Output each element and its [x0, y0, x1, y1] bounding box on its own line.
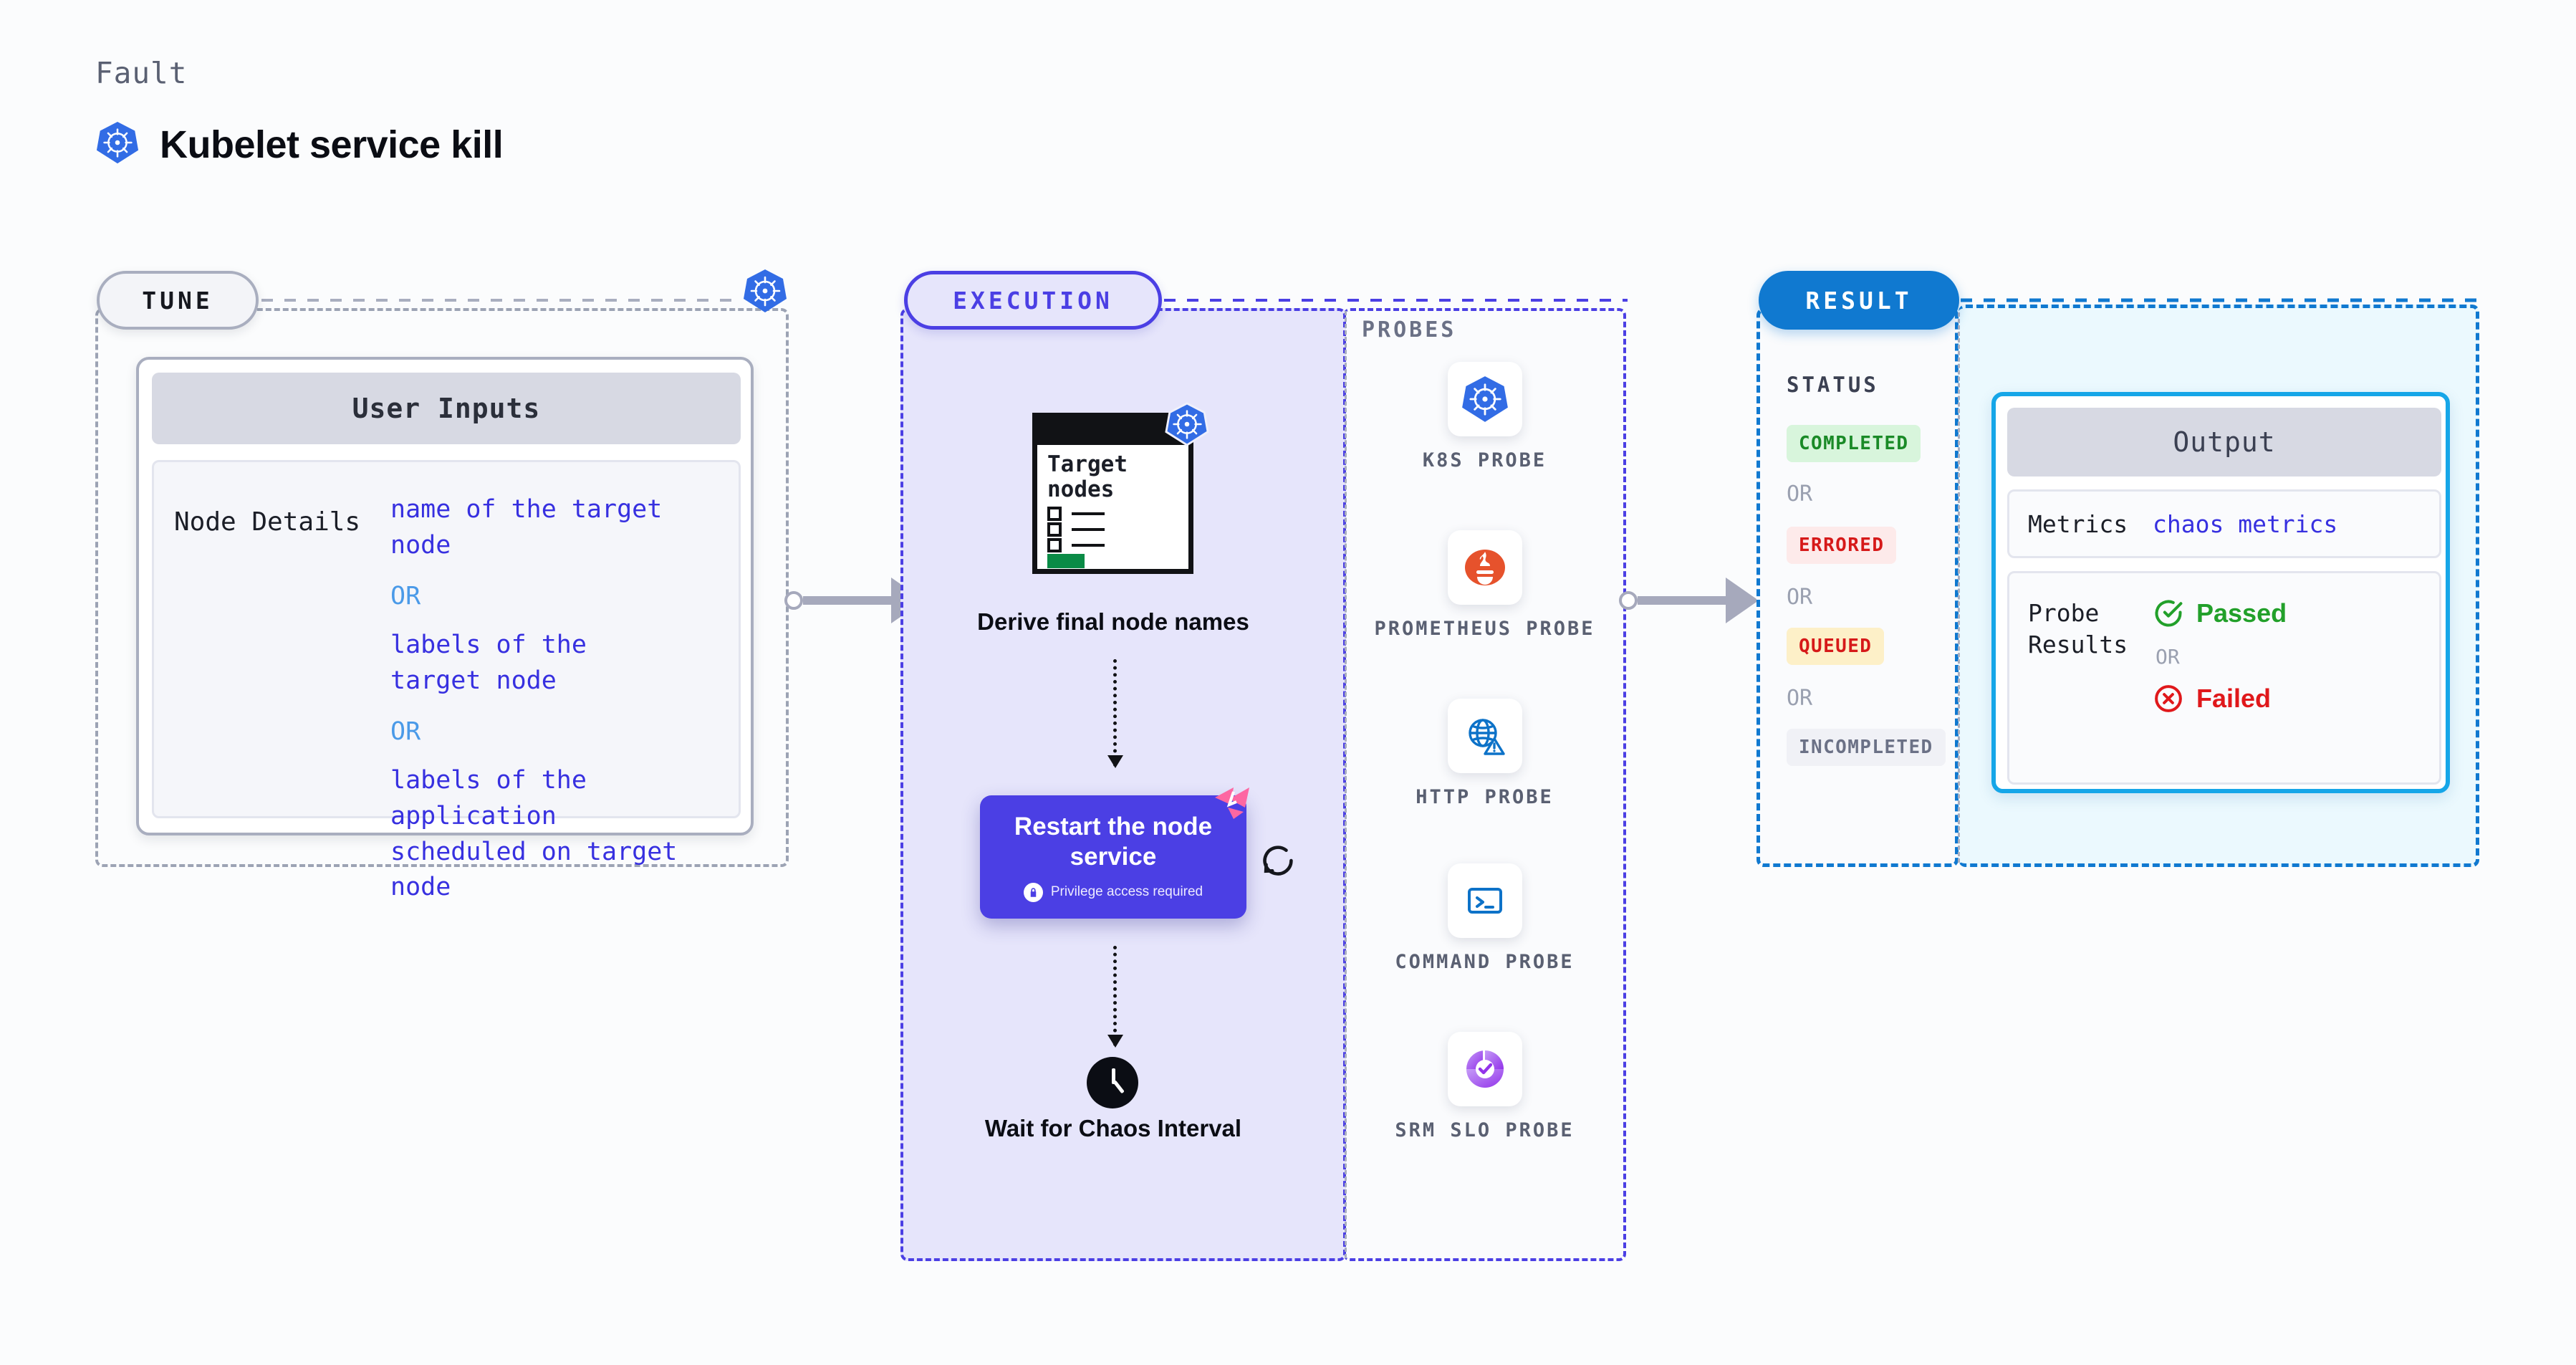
probe-label: PROMETHEUS PROBE [1374, 618, 1595, 640]
output-metrics-row: Metrics chaos metrics [2007, 489, 2441, 558]
failed-label: Failed [2196, 684, 2272, 713]
probe-k8s[interactable]: K8S PROBE [1343, 362, 1626, 474]
target-nodes-item [1047, 507, 1105, 521]
status-or-2: OR [1787, 585, 1813, 610]
placeholder-line [1072, 544, 1105, 547]
output-probe-results-row: Probe Results Passed OR [2007, 571, 2441, 785]
metrics-key: Metrics [2028, 509, 2128, 538]
probe-result-failed: Failed [2153, 683, 2439, 714]
restart-node-service-title: Restart the node service [1014, 813, 1213, 871]
result-divider [1958, 312, 1960, 863]
page-title: Kubelet service kill [160, 123, 504, 166]
target-nodes-heading: Target nodes [1047, 451, 1128, 502]
probe-result-passed: Passed [2153, 598, 2439, 629]
kubernetes-icon [742, 268, 788, 317]
probe-http[interactable]: HTTP PROBE [1343, 699, 1626, 810]
privilege-note: Privilege access required [1023, 882, 1203, 902]
node-details-value: name of the target node OR labels of the… [390, 462, 739, 901]
checkbox-icon [1047, 522, 1062, 537]
output-card: Output Metrics chaos metrics Probe Resul… [1991, 392, 2450, 793]
target-nodes-card: Target nodes [1032, 402, 1209, 574]
status-badge-incompleted: INCOMPLETED [1787, 729, 1946, 766]
probes-divider [1345, 311, 1347, 1258]
checkbox-icon [1047, 507, 1062, 521]
litmus-chaos-icon [1212, 783, 1252, 827]
connector-bar [1638, 596, 1727, 605]
target-nodes-item [1047, 522, 1105, 537]
node-details-or-1: OR [390, 582, 421, 611]
connector-start-ring [784, 591, 803, 610]
user-inputs-body: Node Details name of the target node OR … [152, 460, 741, 901]
execution-badge: EXECUTION [904, 271, 1162, 330]
status-label: STATUS [1787, 373, 1879, 397]
node-details-key: Node Details [174, 507, 361, 537]
progress-bar [1047, 554, 1085, 568]
checkbox-icon [1047, 538, 1062, 552]
probe-label: COMMAND PROBE [1395, 951, 1575, 973]
target-nodes-titlebar [1037, 418, 1188, 445]
kubernetes-icon [1447, 362, 1522, 436]
privilege-note-text: Privilege access required [1050, 884, 1203, 900]
node-details-line-6: scheduled on target node [390, 837, 678, 902]
placeholder-line [1072, 528, 1105, 531]
result-section [1756, 308, 1959, 867]
restart-node-service-card[interactable]: Restart the node service Privilege acces… [980, 795, 1246, 919]
connector-arrowhead [1726, 578, 1759, 623]
status-badge-queued: QUEUED [1787, 628, 1885, 665]
connector-execution-result [1619, 578, 1777, 623]
user-inputs-title: User Inputs [152, 373, 741, 444]
node-details-line-3: labels of the [390, 631, 587, 660]
check-circle-icon [2155, 600, 2183, 627]
result-badge: RESULT [1759, 271, 1959, 330]
http-globe-warning-icon [1447, 699, 1522, 773]
x-circle-icon [2155, 685, 2182, 712]
refresh-icon [1259, 842, 1297, 883]
page-title-row: Kubelet service kill [95, 120, 504, 168]
placeholder-line [1072, 512, 1105, 515]
tune-section [95, 308, 789, 867]
probe-label: HTTP PROBE [1416, 786, 1554, 808]
probe-command[interactable]: COMMAND PROBE [1343, 863, 1626, 975]
passed-label: Passed [2196, 598, 2287, 628]
page-eyebrow: Fault [95, 56, 188, 90]
node-details-or-2: OR [390, 717, 421, 747]
user-inputs-card: User Inputs Node Details name of the tar… [136, 357, 754, 901]
probe-result-or: OR [2156, 645, 2180, 669]
terminal-icon [1447, 863, 1522, 938]
probes-label: PROBES [1362, 317, 1457, 343]
probe-prometheus[interactable]: PROMETHEUS PROBE [1343, 530, 1626, 642]
output-title: Output [2007, 408, 2441, 476]
status-badge-errored: ERRORED [1787, 527, 1897, 564]
probe-srm-slo[interactable]: SRM SLO PROBE [1343, 1032, 1626, 1144]
node-details-line-2: node [390, 530, 451, 560]
connector-bar [803, 596, 893, 605]
kubernetes-icon [1165, 402, 1209, 450]
connector-start-ring [1619, 591, 1638, 610]
node-details-line-5: labels of the application [390, 766, 587, 830]
tune-badge: TUNE [97, 271, 259, 330]
status-or-1: OR [1787, 482, 1813, 507]
derive-final-node-names-label: Derive final node names [977, 608, 1249, 635]
kubernetes-icon [95, 120, 140, 168]
metrics-value: chaos metrics [2153, 509, 2338, 538]
flow-arrow [1107, 659, 1123, 768]
wait-for-chaos-interval-label: Wait for Chaos Interval [984, 1115, 1242, 1141]
probe-label: K8S PROBE [1422, 449, 1547, 471]
status-badge-completed: COMPLETED [1787, 425, 1921, 462]
probe-results-values: Passed OR Failed [2153, 598, 2439, 782]
srm-slo-icon [1447, 1032, 1522, 1106]
node-details-line-4: target node [390, 666, 557, 695]
lock-icon [1023, 882, 1043, 902]
status-or-3: OR [1787, 686, 1813, 711]
clock-icon [1087, 1057, 1138, 1108]
node-details-line-1: name of the target [390, 495, 663, 524]
flow-arrow [1107, 946, 1123, 1048]
probe-label: SRM SLO PROBE [1395, 1119, 1575, 1141]
target-nodes-item [1047, 538, 1105, 552]
prometheus-icon [1447, 530, 1522, 605]
probe-results-key: Probe Results [2028, 599, 2128, 658]
